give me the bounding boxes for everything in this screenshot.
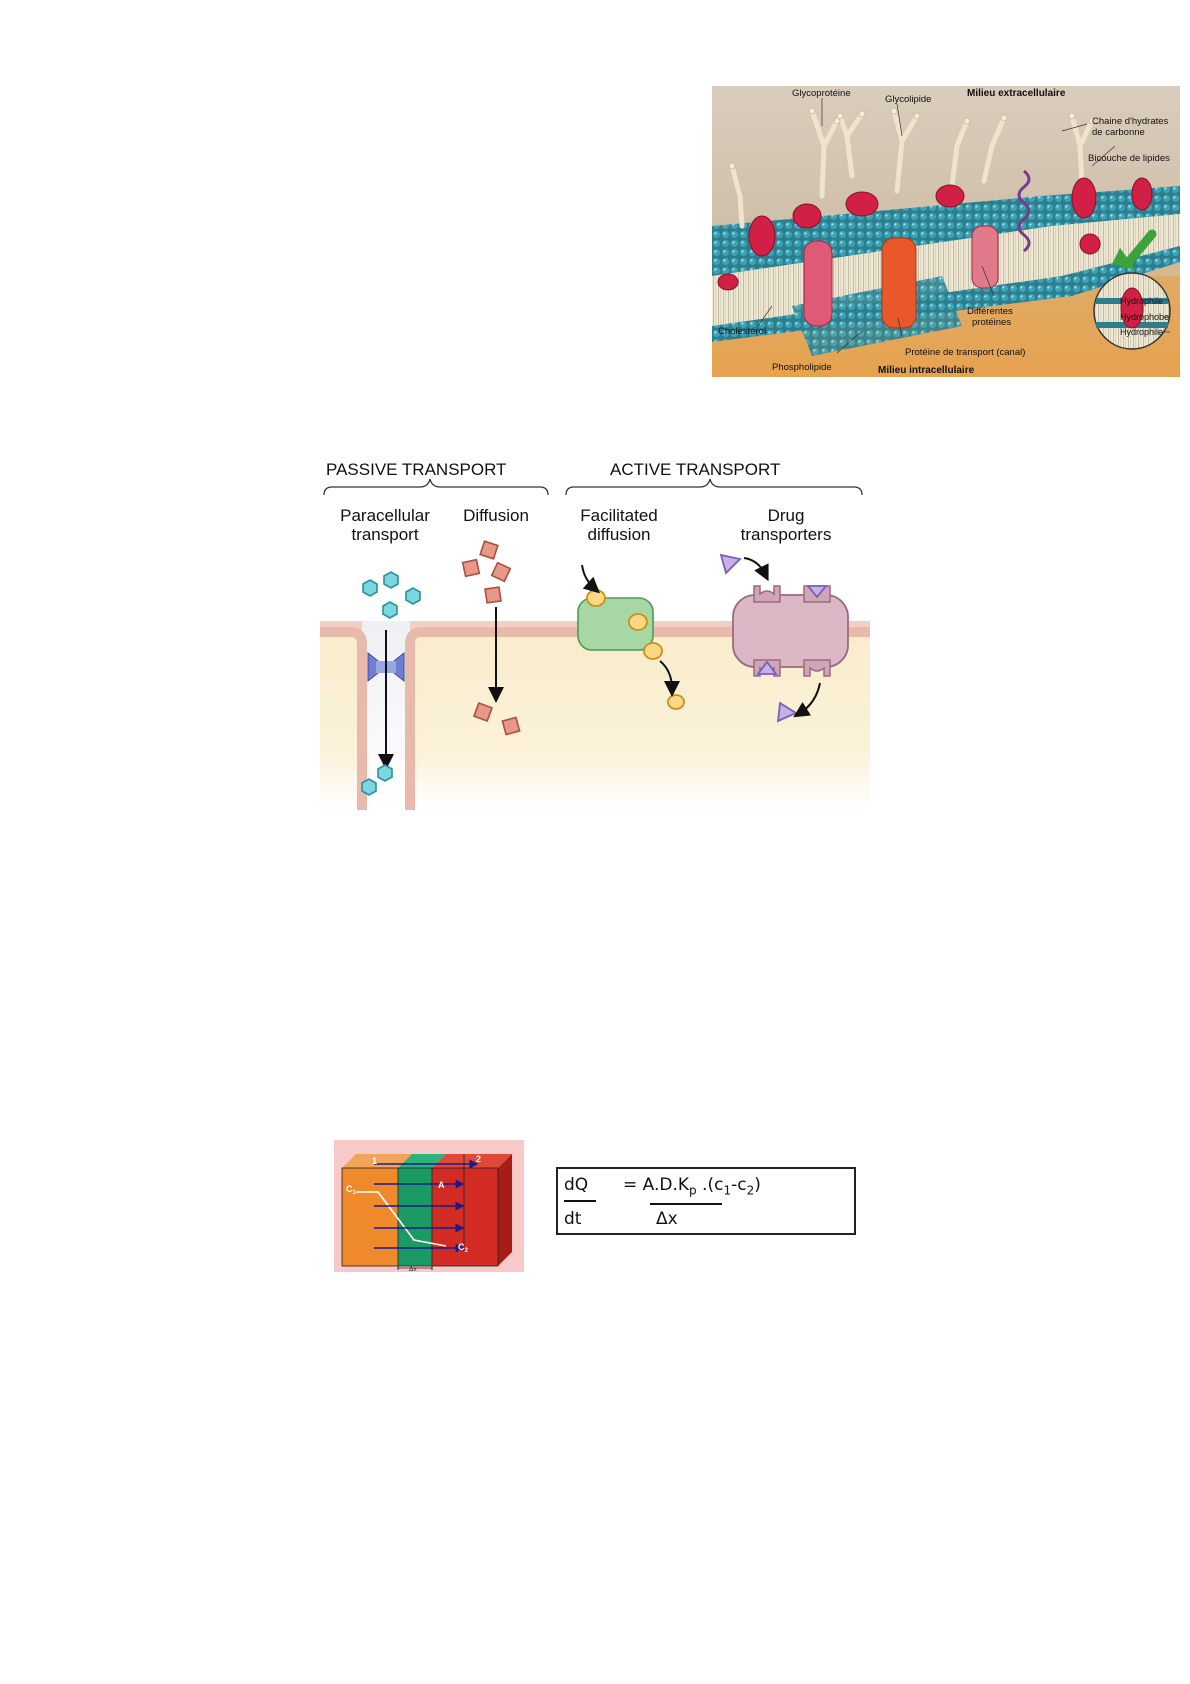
label-facilitated-1: Facilitated	[580, 506, 657, 525]
label-differentes: Différentes	[967, 306, 1013, 317]
label-phospholipide: Phospholipide	[772, 362, 832, 373]
label-drug-1: Drug	[768, 506, 805, 525]
diffusion-block-illustration: 1 2 A C1 C2 Δx	[334, 1140, 524, 1273]
brace-active	[565, 478, 863, 496]
label-facilitated-2: diffusion	[587, 525, 650, 544]
fick-equation-box: dQ dt = A.D.Kp .(c1-c2) Δx	[556, 1167, 856, 1235]
label-milieu-extracellulaire: Milieu extracellulaire	[967, 88, 1066, 99]
label-hydrophile-top: Hydrophile	[1120, 296, 1163, 306]
equation-delta-x: Δx	[656, 1209, 678, 1229]
label-diffusion: Diffusion	[463, 506, 529, 525]
label-glycoproteine: Glycoprotéine	[792, 88, 851, 99]
label-proteines: protéines	[972, 317, 1011, 328]
heading-passive-transport: PASSIVE TRANSPORT	[326, 460, 506, 479]
equation-paren-open: .(c	[696, 1175, 724, 1195]
equation-sub-2: 2	[746, 1183, 755, 1198]
label-c1: C1	[346, 1184, 357, 1196]
heading-active-transport: ACTIVE TRANSPORT	[610, 460, 780, 479]
equation-fraction-bar-left	[564, 1200, 596, 1202]
cell-membrane-figure: Glycoprotéine Glycolipide Milieu extrace…	[712, 86, 1180, 377]
label-delta-x: Δx	[409, 1266, 417, 1272]
fick-diffusion-figure: 1 2 A C1 C2 Δx	[334, 1140, 524, 1273]
label-glycolipide: Glycolipide	[885, 94, 931, 105]
equation-sub-p: p	[689, 1183, 697, 1198]
equation-sub-1: 1	[723, 1183, 732, 1198]
label-chaine: Chaine d'hydrates	[1092, 116, 1169, 127]
label-bicouche: Bicouche de lipides	[1088, 153, 1170, 164]
brace-passive	[323, 478, 549, 496]
label-paracellular-1: Paracellular	[340, 506, 430, 525]
transport-mechanisms-diagram: PASSIVE TRANSPORT ACTIVE TRANSPORT Parac…	[320, 460, 870, 810]
label-compartment-1: 1	[372, 1156, 377, 1166]
label-milieu-intracellulaire: Milieu intracellulaire	[878, 365, 975, 376]
equation-fraction-bar-right	[650, 1203, 722, 1205]
equation-rhs-main: = A.D.K	[623, 1175, 690, 1195]
label-compartment-2: 2	[476, 1154, 481, 1164]
label-hydrophile-bottom: Hydrophile	[1120, 327, 1163, 337]
label-hydrophobe: Hydrophobe	[1120, 312, 1169, 322]
equation-numerator: dQ	[564, 1175, 589, 1195]
equation-minus: -c	[731, 1175, 747, 1195]
equation-close: )	[754, 1175, 761, 1195]
label-proteine-transport: Protéine de transport (canal)	[905, 347, 1025, 358]
equation-denominator: dt	[564, 1209, 582, 1229]
equation-rhs: = A.D.Kp .(c1-c2)	[623, 1175, 761, 1197]
transport-figure: PASSIVE TRANSPORT ACTIVE TRANSPORT Parac…	[320, 455, 870, 810]
label-chaine-2: de carbonne	[1092, 127, 1145, 138]
label-drug-2: transporters	[741, 525, 832, 544]
label-cholesterol: Cholestérol	[718, 326, 766, 337]
label-c2: C2	[458, 1242, 469, 1254]
cell-membrane-illustration: Glycoprotéine Glycolipide Milieu extrace…	[712, 86, 1180, 377]
label-paracellular-2: transport	[351, 525, 418, 544]
label-area-a: A	[438, 1180, 445, 1190]
